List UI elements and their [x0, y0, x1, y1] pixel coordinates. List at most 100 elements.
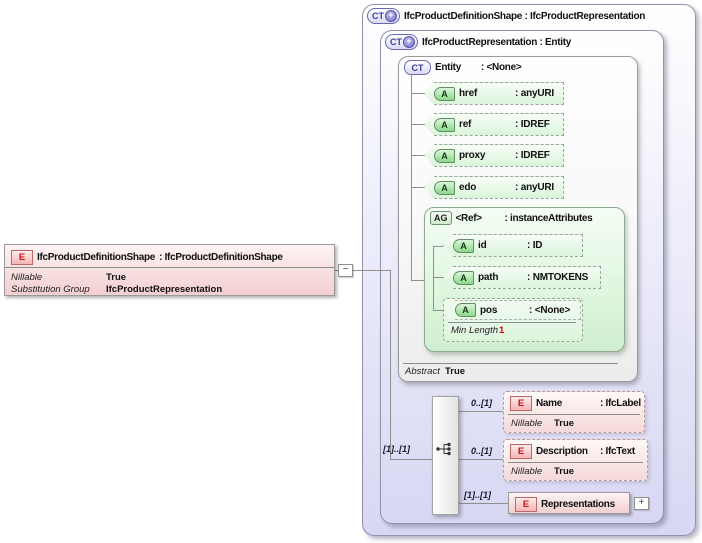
attribute-name: ref — [459, 119, 472, 130]
attribute-node-path[interactable]: A path : NMTOKENS — [443, 266, 601, 289]
fact-row: Substitution Group IfcProductRepresentat… — [11, 284, 222, 295]
element-node-representations[interactable]: E Representations — [508, 492, 630, 514]
attribute-group-header: AG <Ref> : instanceAttributes — [430, 211, 593, 225]
connector-line — [459, 459, 503, 460]
connector-line — [459, 503, 508, 504]
attribute-node-edo[interactable]: A edo : anyURI — [424, 176, 564, 199]
element-name: Name — [536, 398, 563, 409]
divider — [403, 363, 618, 364]
attribute-name: pos — [480, 304, 498, 316]
fact-value: True — [445, 366, 466, 377]
attribute-node-ref[interactable]: A ref : IDREF — [424, 113, 564, 136]
connector-line — [390, 459, 432, 460]
complextype-title: IfcProductDefinitionShape : IfcProductRe… — [404, 10, 646, 22]
element-name: Representations — [541, 499, 615, 510]
attribute-node-href[interactable]: A href : anyURI — [424, 82, 564, 105]
element-header: E IfcProductDefinitionShape : IfcProduct… — [11, 250, 283, 265]
divider — [448, 322, 576, 323]
attribute-name: edo — [459, 182, 477, 193]
attribute-badge: A — [453, 238, 474, 253]
fact-label: Substitution Group — [11, 284, 90, 295]
element-header: E Name : IfcLabel — [510, 396, 641, 411]
attribute-name: path — [478, 272, 499, 283]
attribute-type: : anyURI — [515, 182, 554, 193]
element-node-name[interactable]: E Name : IfcLabel Nillable True — [503, 391, 645, 433]
derived-plus-icon: + — [403, 36, 415, 48]
element-badge: E — [515, 497, 537, 512]
fact-value: IfcProductRepresentation — [106, 284, 223, 295]
connector-line — [411, 280, 424, 281]
entity-name: Entity — [435, 62, 461, 73]
facet-value: 1 — [499, 325, 505, 336]
attribute-name: id — [478, 240, 487, 251]
fact-label: Abstract — [405, 366, 440, 377]
attribute-node-id[interactable]: A id : ID — [443, 234, 583, 257]
fact-value: True — [554, 466, 575, 477]
attribute-group-type: : instanceAttributes — [504, 212, 593, 224]
attribute-name: proxy — [459, 150, 486, 161]
attribute-name: href — [459, 88, 478, 99]
element-node-ifcproductdefinitionshape[interactable]: E IfcProductDefinitionShape : IfcProduct… — [4, 244, 335, 296]
cardinality-label: 0..[1] — [471, 446, 493, 456]
connector-line — [411, 74, 412, 280]
complextype-badge: CT + — [385, 34, 418, 50]
complextype-title: IfcProductRepresentation : Entity — [422, 36, 572, 48]
complextype-header-inner: CT + IfcProductRepresentation : Entity — [385, 34, 571, 50]
element-badge: E — [510, 444, 532, 459]
connector-line — [433, 246, 443, 247]
attribute-pos-tag: A pos : <None> — [445, 300, 581, 320]
element-name: Description — [536, 446, 588, 457]
connector-line — [411, 187, 424, 188]
divider — [5, 267, 334, 268]
connector-line — [335, 270, 390, 271]
attribute-type: : IDREF — [515, 150, 550, 161]
connector-line — [411, 124, 424, 125]
fact-row: Abstract True — [405, 366, 465, 377]
entity-type: : <None> — [481, 62, 522, 73]
cardinality-label: 0..[1] — [471, 398, 493, 408]
attribute-group-name: <Ref> — [455, 212, 483, 224]
derived-plus-icon: + — [385, 10, 397, 22]
attributegroup-badge: AG — [430, 211, 452, 225]
facet-label: Min Length — [451, 325, 499, 336]
element-header: E Representations — [515, 497, 615, 512]
connector-line — [411, 93, 424, 94]
attribute-badge: A — [434, 117, 455, 132]
element-type: : IfcText — [600, 446, 635, 457]
expand-toggle[interactable]: + — [634, 497, 649, 510]
fact-label: Nillable — [11, 272, 43, 283]
fact-row: Nillable True — [11, 272, 126, 283]
fact-value: True — [106, 272, 127, 283]
fact-row: Nillable True — [511, 418, 574, 429]
attribute-badge: A — [455, 303, 476, 317]
entity-header: CT Entity : <None> — [404, 60, 522, 75]
divider — [508, 414, 640, 415]
attribute-badge: A — [434, 148, 455, 163]
element-type: : IfcProductDefinitionShape — [159, 252, 283, 263]
element-badge: E — [11, 250, 33, 265]
cardinality-label: [1]..[1] — [383, 444, 410, 454]
plus-icon: + — [638, 497, 645, 508]
cardinality-label: [1]..[1] — [464, 490, 491, 500]
attribute-node-proxy[interactable]: A proxy : IDREF — [424, 144, 564, 167]
collapse-toggle[interactable]: − — [338, 264, 353, 277]
element-header: E Description : IfcText — [510, 444, 635, 459]
attribute-type: : anyURI — [515, 88, 554, 99]
connector-line — [411, 155, 424, 156]
attribute-type: : <None> — [529, 304, 571, 316]
sequence-compositor[interactable] — [432, 396, 459, 515]
minus-icon: − — [342, 264, 349, 275]
connector-line — [433, 246, 434, 311]
complextype-badge: CT + — [367, 8, 400, 24]
element-node-description[interactable]: E Description : IfcText Nillable True — [503, 439, 648, 481]
attribute-type: : NMTOKENS — [527, 272, 589, 283]
facet-row: Min Length 1 — [451, 325, 504, 336]
divider — [508, 462, 643, 463]
attribute-badge: A — [434, 86, 455, 101]
element-name: IfcProductDefinitionShape — [37, 252, 156, 263]
sequence-icon — [436, 442, 451, 456]
attribute-type: : IDREF — [515, 119, 550, 130]
connector-line — [459, 411, 503, 412]
attribute-node-pos[interactable]: A pos : <None> Min Length 1 — [443, 298, 583, 342]
fact-label: Nillable — [511, 466, 543, 477]
